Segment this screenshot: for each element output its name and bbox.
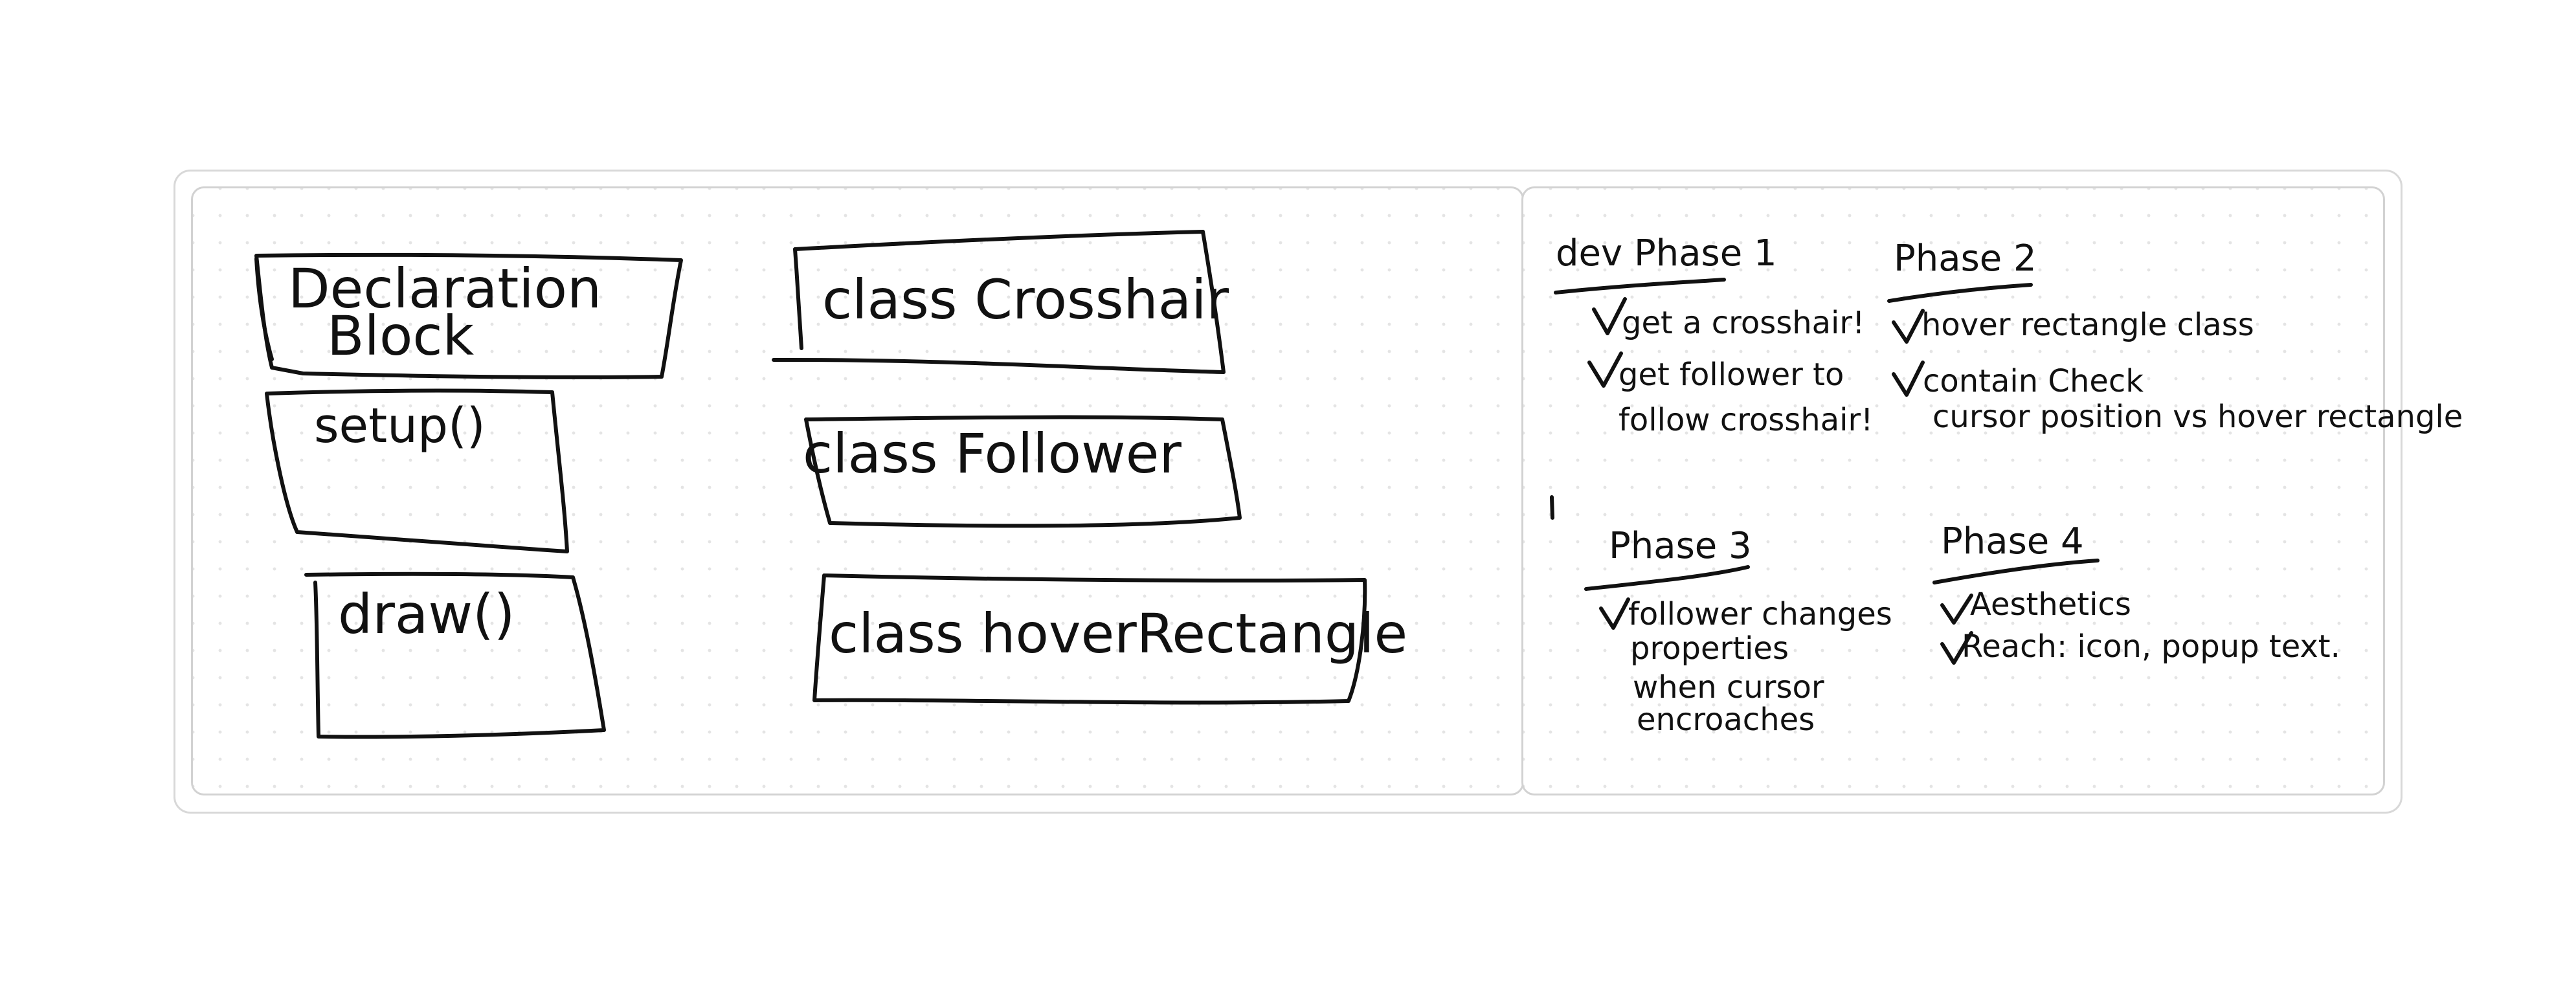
phase2-title: Phase 2	[1894, 238, 2037, 280]
phase3-item1-line2: properties	[1630, 630, 1789, 667]
class-follower-box	[804, 415, 1242, 528]
phase3-item1-line3: when cursor	[1633, 669, 1824, 706]
phase4-item2: Reach: icon, popup text.	[1962, 628, 2340, 665]
class-crosshair-label: class Crosshair	[822, 268, 1229, 331]
class-hover-rectangle-label: class hoverRectangle	[829, 602, 1407, 665]
declaration-block-box	[254, 252, 683, 379]
phase1-title-underline	[1554, 278, 1726, 294]
right-canvas-panel[interactable]	[1521, 186, 2385, 795]
phase1-item2-line1: get follower to	[1618, 357, 1844, 393]
checkmark-icon	[1940, 594, 1973, 625]
checkmark-icon	[1940, 631, 1973, 665]
phase3-item1-line1: follower changes	[1628, 596, 1892, 632]
checkmark-icon	[1599, 597, 1630, 630]
draw-label: draw()	[338, 583, 515, 646]
phase2-title-underline	[1887, 283, 2033, 303]
checkmark-icon	[1892, 361, 1925, 397]
class-follower-label: class Follower	[803, 422, 1182, 485]
phase2-item2-line2: cursor position vs hover rectangle	[1932, 399, 2463, 435]
phase4-item1: Aesthetics	[1970, 586, 2131, 623]
setup-label: setup()	[314, 398, 486, 454]
phase1-item1: get a crosshair!	[1622, 305, 1865, 341]
declaration-label-line1: Declaration	[288, 257, 601, 320]
phase1-item2-line2: follow crosshair!	[1618, 402, 1873, 438]
phase3-title: Phase 3	[1609, 525, 1752, 567]
checkmark-icon	[1587, 351, 1623, 388]
class-crosshair-box	[772, 230, 1226, 374]
phase2-item1: hover rectangle class	[1921, 307, 2254, 343]
phase2-item2-line1: contain Check	[1923, 363, 2144, 399]
phase1-title: dev Phase 1	[1556, 232, 1777, 274]
left-canvas-panel[interactable]	[191, 186, 1524, 795]
draw-function-box	[304, 572, 606, 739]
checkmark-icon	[1592, 297, 1627, 335]
declaration-label-line2: Block	[327, 304, 475, 368]
phase3-title-underline	[1584, 565, 1750, 591]
phase3-item1-line4: encroaches	[1637, 702, 1815, 738]
setup-function-box	[265, 388, 569, 553]
phase4-title: Phase 4	[1941, 520, 2084, 562]
phase4-title-underline	[1932, 559, 2100, 584]
checkmark-icon	[1892, 309, 1925, 344]
class-hover-rectangle-box	[812, 573, 1367, 705]
